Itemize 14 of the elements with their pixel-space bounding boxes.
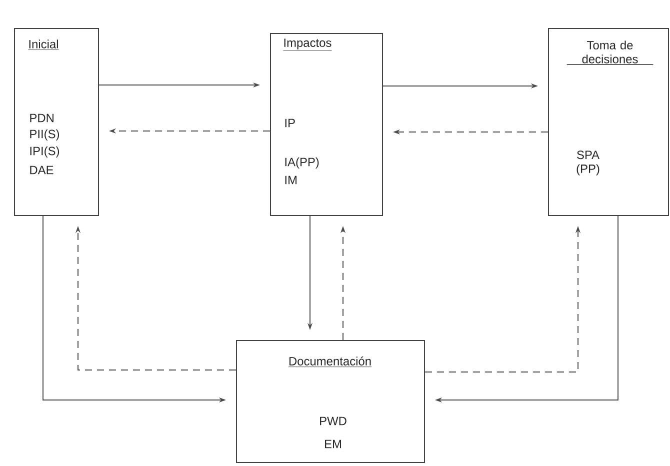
box-text: DAE [30,166,54,174]
box-text: PWD [320,416,346,426]
box-text: IA(PP) [285,157,319,169]
box-text: SPA (PP) [576,150,600,176]
box-heading: Documentación [288,356,372,368]
box-text: PDN [30,114,54,122]
box-text: IM [285,176,296,184]
box-heading: Toma de decisiones [582,40,638,64]
box-heading: Impactos [283,38,332,51]
box-text: IPI(S) [30,146,60,158]
box-text: IP [285,118,295,128]
box-text: EM [325,440,341,448]
box-text: PII(S) [30,129,60,141]
box-heading: Inicial [28,40,59,50]
